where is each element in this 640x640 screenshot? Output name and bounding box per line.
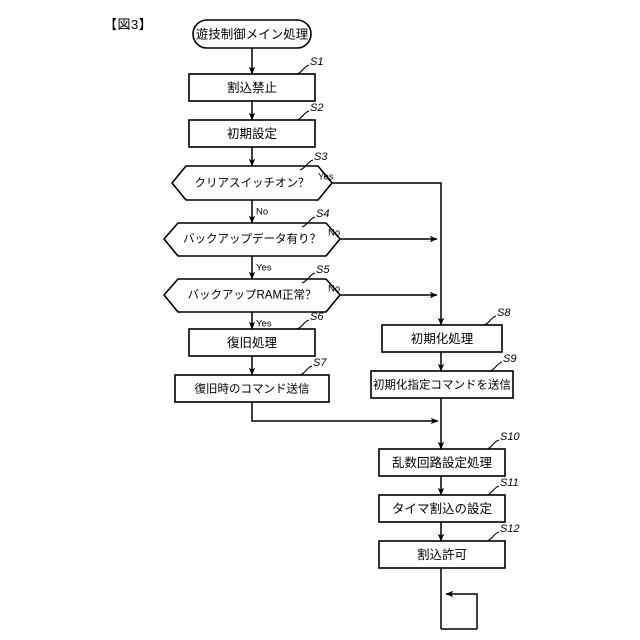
edge-s3-yes-to-rail [316,182,445,326]
s5-tag-group: S5 [301,264,330,284]
node-s8[interactable]: 初期化処理 [381,324,503,353]
s12-process-shape [378,540,506,569]
s1-process-shape [188,73,316,102]
s9-process-shape [370,370,514,399]
s10-leader-line [486,439,500,450]
s5-yes-label: Yes [256,319,272,330]
s3-leader-line [299,159,314,171]
node-s12[interactable]: 割込許可 [378,540,506,569]
node-s4[interactable]: バックアップデータ有り？ [162,222,342,257]
s4-label: バックアップデータ有り？ [183,232,321,246]
s5-decision-shape [162,278,342,313]
s2-label: 初期設定 [227,126,277,141]
s12-step-tag: S12 [500,523,520,535]
s7-step-tag: S7 [313,357,327,369]
s4-yes-label: Yes [256,263,272,274]
s8-leader-line [483,315,497,326]
node-s7[interactable]: 復旧時のコマンド送信 [174,374,330,403]
s8-process-shape [381,324,503,353]
node-s5[interactable]: バックアップRAM正常？ [162,278,342,313]
s2-process-shape [188,119,316,148]
s6-label: 復旧処理 [227,335,278,350]
s11-tag-group: S11 [486,477,519,496]
s5-no-label: No [328,284,340,295]
s4-leader-line [301,216,316,228]
edge-loop-back [445,590,478,629]
s8-label: 初期化処理 [411,332,474,346]
s7-tag-group: S7 [299,357,327,376]
node-start[interactable]: 遊技制御メイン処理 [192,19,312,49]
s4-tag-group: S4 [301,208,329,228]
s10-process-shape [378,448,506,477]
node-s3[interactable]: クリアスイッチオン？ [170,165,334,201]
node-s10[interactable]: 乱数回路設定処理 [378,448,506,477]
s3-no-label: No [256,207,268,218]
edge-s7-to-rail [251,402,439,425]
start-terminator-shape [192,19,312,49]
s3-decision-shape [170,165,334,201]
s5-step-tag: S5 [316,264,330,276]
s5-label: バックアップRAM正常？ [187,289,316,302]
s6-tag-group: S6 [296,311,324,330]
s1-tag-group: S1 [296,56,323,75]
s5-leader-line [301,272,316,284]
node-s6[interactable]: 復旧処理 [188,328,316,357]
node-s9[interactable]: 初期化指定コマンドを送信 [370,370,514,399]
s6-leader-line [296,319,310,330]
node-s1[interactable]: 割込禁止 [188,73,316,102]
s12-label: 割込許可 [417,547,467,562]
s12-tag-group: S12 [486,523,520,542]
s2-leader-line [296,110,310,121]
s3-label: クリアスイッチオン？ [195,177,310,190]
s1-leader-line [296,64,310,75]
start-label: 遊技制御メイン処理 [196,26,309,41]
s10-step-tag: S10 [500,431,520,443]
s1-step-tag: S1 [310,56,323,68]
s9-step-tag: S9 [503,353,516,365]
s11-leader-line [486,485,500,496]
s4-decision-shape [162,222,342,257]
s4-no-label: No [328,228,340,239]
s11-label: タイマ割込の設定 [392,501,492,516]
node-s2[interactable]: 初期設定 [188,119,316,148]
s8-tag-group: S8 [483,307,511,326]
s11-process-shape [378,494,506,523]
s9-label: 初期化指定コマンドを送信 [373,378,511,392]
s4-step-tag: S4 [316,208,329,220]
s10-label: 乱数回路設定処理 [392,455,493,470]
s7-label: 復旧時のコマンド送信 [195,382,310,396]
s3-yes-label: Yes [318,172,334,183]
s7-leader-line [299,365,313,376]
s2-tag-group: S2 [296,102,323,121]
s2-step-tag: S2 [310,102,323,114]
figure-number-label: 【図3】 [104,17,153,32]
s8-step-tag: S8 [497,307,511,319]
s11-step-tag: S11 [500,477,519,489]
s12-leader-line [486,531,500,542]
s6-step-tag: S6 [310,311,324,323]
s6-process-shape [188,328,316,357]
s9-leader-line [489,361,503,372]
s1-label: 割込禁止 [227,80,277,95]
s9-tag-group: S9 [489,353,516,372]
s10-tag-group: S10 [486,431,520,450]
s7-process-shape [174,374,330,403]
s3-step-tag: S3 [314,151,328,163]
s3-tag-group: S3 [299,151,328,171]
node-s11[interactable]: タイマ割込の設定 [378,494,506,523]
